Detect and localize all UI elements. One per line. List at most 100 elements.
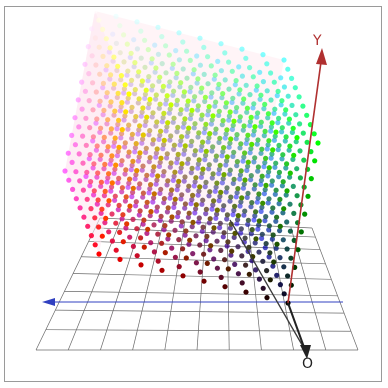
color-dot bbox=[259, 146, 265, 152]
color-dot bbox=[129, 131, 135, 137]
color-dot bbox=[132, 118, 138, 124]
color-dot bbox=[139, 109, 145, 115]
color-dot bbox=[246, 244, 252, 250]
color-dot bbox=[144, 114, 150, 120]
color-dot bbox=[208, 121, 214, 127]
color-dot bbox=[138, 235, 144, 241]
color-dot bbox=[237, 203, 243, 209]
floor-grid-line bbox=[35, 217, 101, 351]
color-dot bbox=[90, 134, 96, 140]
color-dot bbox=[242, 235, 248, 241]
color-dot bbox=[113, 40, 119, 47]
color-dot bbox=[135, 73, 141, 79]
color-dot bbox=[94, 174, 100, 180]
color-dot bbox=[117, 256, 123, 262]
color-dot bbox=[72, 142, 78, 148]
color-dot bbox=[254, 114, 260, 120]
color-dot bbox=[141, 217, 147, 223]
color-dot bbox=[125, 184, 131, 190]
color-dot bbox=[270, 263, 276, 269]
color-dot bbox=[221, 203, 227, 209]
color-dot bbox=[180, 124, 186, 130]
color-dot bbox=[169, 65, 175, 71]
color-dot bbox=[245, 132, 251, 138]
floor-grid-line bbox=[64, 291, 338, 297]
color-dot bbox=[224, 243, 230, 249]
color-dot bbox=[195, 76, 201, 82]
color-dot bbox=[135, 131, 141, 137]
color-dot bbox=[256, 222, 262, 228]
color-dot bbox=[224, 212, 230, 218]
color-dot bbox=[138, 262, 144, 268]
color-dot bbox=[204, 260, 210, 266]
color-dot bbox=[245, 163, 251, 169]
color-dot bbox=[154, 204, 160, 210]
color-dot bbox=[133, 141, 139, 147]
color-dot bbox=[127, 176, 133, 182]
color-dot bbox=[189, 224, 195, 230]
y-axis-label: Y bbox=[312, 33, 322, 49]
color-dot bbox=[208, 94, 214, 100]
color-dot bbox=[165, 236, 171, 242]
color-dot bbox=[236, 64, 242, 70]
color-dot bbox=[263, 241, 269, 247]
color-dot bbox=[186, 210, 192, 216]
color-dot bbox=[164, 182, 170, 188]
color-dot bbox=[213, 184, 219, 190]
floor-grid-line bbox=[100, 219, 143, 351]
color-dot bbox=[188, 201, 194, 207]
color-dot bbox=[179, 161, 185, 167]
color-dot bbox=[213, 99, 219, 105]
color-dot bbox=[182, 201, 188, 207]
color-dot bbox=[129, 104, 135, 110]
color-dot bbox=[253, 209, 259, 215]
color-dot bbox=[229, 126, 235, 132]
color-dot bbox=[109, 238, 115, 244]
color-dot bbox=[210, 113, 216, 119]
color-dot bbox=[171, 146, 177, 152]
color-dot bbox=[87, 152, 93, 158]
color-dot bbox=[110, 58, 116, 64]
color-dot bbox=[83, 142, 89, 148]
color-dot bbox=[235, 271, 241, 277]
color-dot bbox=[281, 84, 287, 90]
color-dot bbox=[217, 225, 223, 231]
color-dot bbox=[134, 46, 140, 52]
floor-grid-line bbox=[88, 240, 321, 250]
color-dot bbox=[176, 264, 182, 270]
color-dot bbox=[172, 227, 178, 233]
color-dot bbox=[189, 138, 195, 144]
color-dot bbox=[312, 158, 318, 164]
color-dot bbox=[140, 136, 146, 142]
depth-axis-arrowhead bbox=[300, 345, 311, 359]
color-dot bbox=[174, 70, 180, 76]
color-dot bbox=[172, 200, 178, 206]
color-dot bbox=[248, 231, 254, 237]
color-dot bbox=[118, 135, 124, 141]
color-dot bbox=[127, 203, 133, 209]
color-dot bbox=[174, 129, 180, 135]
color-dot bbox=[85, 223, 91, 229]
color-dot bbox=[113, 162, 119, 168]
color-dot bbox=[256, 276, 262, 282]
color-dot bbox=[214, 265, 220, 271]
color-dot bbox=[227, 225, 233, 231]
color-dot bbox=[260, 258, 266, 264]
color-dot bbox=[274, 214, 280, 220]
color-dot bbox=[170, 177, 176, 183]
color-dot bbox=[140, 163, 146, 169]
color-dot bbox=[162, 223, 168, 229]
color-dot bbox=[287, 170, 293, 176]
color-dot bbox=[193, 206, 199, 212]
color-dot bbox=[153, 96, 159, 102]
color-dot bbox=[98, 210, 104, 216]
color-dot bbox=[157, 101, 163, 107]
color-dot bbox=[241, 154, 247, 160]
color-dot bbox=[179, 219, 185, 225]
color-dot bbox=[266, 169, 272, 175]
color-dot bbox=[114, 153, 120, 159]
color-dot bbox=[93, 62, 99, 68]
color-dot bbox=[291, 210, 297, 216]
color-dot bbox=[260, 200, 266, 206]
color-dot bbox=[254, 141, 260, 147]
